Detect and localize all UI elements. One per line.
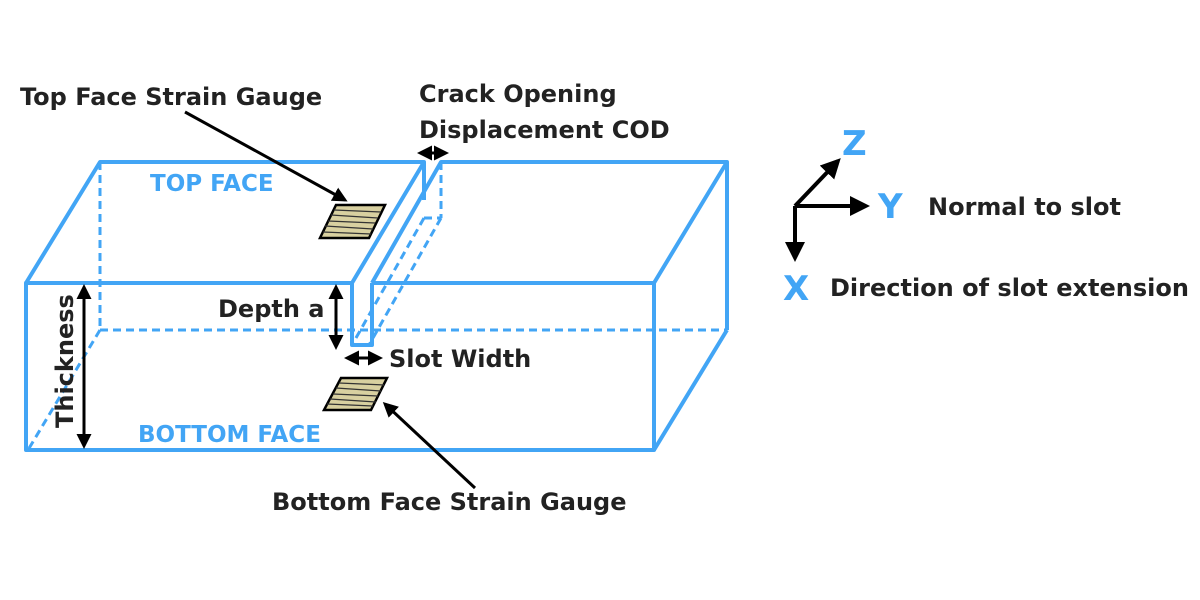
slot-width-label: Slot Width [389,345,531,373]
right-face-bottom-diagonal [652,328,729,452]
x-axis-letter: X [783,269,809,309]
axis-triad [785,158,870,262]
top-face-right-outline [370,160,729,285]
y-axis-description: Normal to slot [928,193,1121,221]
cod-label-line1: Crack Opening [419,80,617,108]
front-face-outline [24,281,656,452]
cod-label-line2: Displacement COD [419,116,670,144]
bottom-gauge-leader-arrow [382,401,477,490]
top-gauge-label: Top Face Strain Gauge [20,83,322,111]
visible-edges [24,160,729,452]
bottom-face-label: BOTTOM FACE [138,422,321,448]
thickness-label: Thickness [51,294,79,428]
top-face-left-outline [24,160,426,285]
bottom-gauge-label: Bottom Face Strain Gauge [272,488,627,516]
hidden-edge-bottom-left-diagonal [26,329,102,451]
depth-label: Depth a [218,295,325,323]
top-strain-gauge [318,203,387,240]
top-gauge-leader-arrow [184,110,348,202]
slot-cut-outline [350,283,374,347]
bottom-strain-gauge [321,376,390,412]
z-axis-letter: Z [842,124,867,164]
y-axis-letter: Y [877,187,903,227]
top-face-label: TOP FACE [150,171,274,197]
z-axis-arrow [793,158,841,208]
x-axis-description: Direction of slot extension [830,274,1189,302]
dimension-arrows [76,110,477,490]
